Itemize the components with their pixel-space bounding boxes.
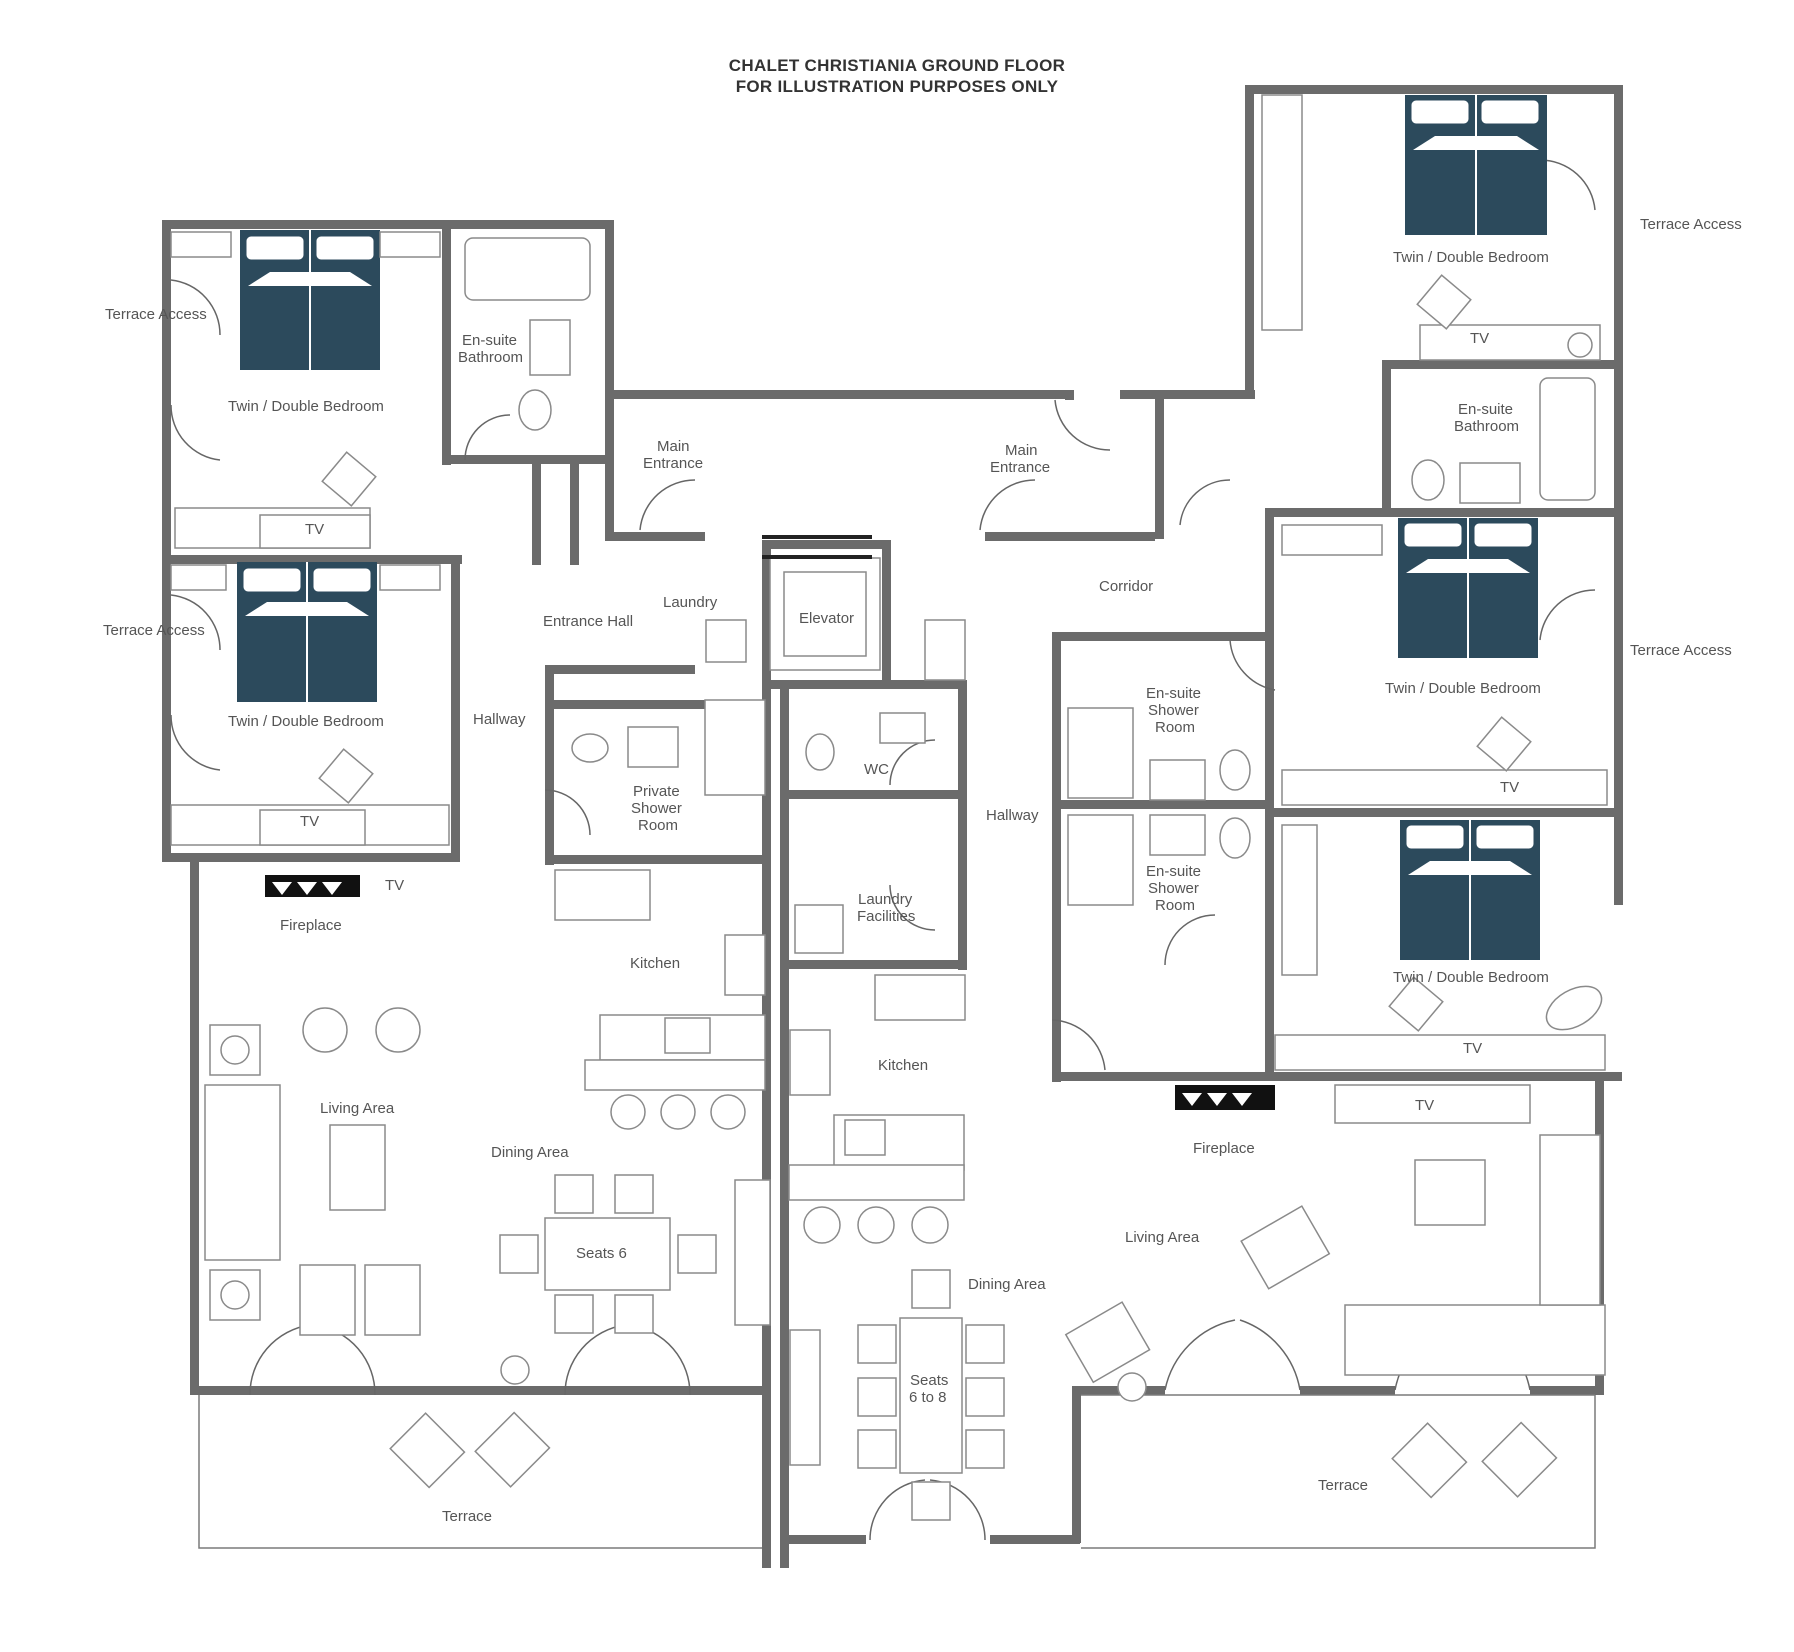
label-hallway-2: Hallway xyxy=(986,807,1039,824)
label-ensuite-shower-1-l2: Shower xyxy=(1148,702,1199,719)
bed-top-left xyxy=(240,230,380,370)
label-terrace-2: Terrace xyxy=(1318,1477,1368,1494)
plan-title-line-2: FOR ILLUSTRATION PURPOSES ONLY xyxy=(735,77,1059,96)
terrace-outlines xyxy=(198,1394,1596,1549)
bed-top-right xyxy=(1405,95,1547,235)
label-ensuite-bathroom-1-l1: En-suite xyxy=(462,332,517,349)
label-seats-6-8-l2: 6 to 8 xyxy=(909,1389,947,1406)
label-elevator: Elevator xyxy=(799,610,854,627)
label-ensuite-shower-2-l2: Shower xyxy=(1148,880,1199,897)
label-ensuite-shower-1-l1: En-suite xyxy=(1146,685,1201,702)
label-tv-3: TV xyxy=(385,877,404,894)
label-bedroom-3: Twin / Double Bedroom xyxy=(1393,249,1549,266)
label-ensuite-bathroom-2-l1: En-suite xyxy=(1458,401,1513,418)
label-laundry: Laundry xyxy=(663,594,718,611)
label-main-entrance-1-l1: Main xyxy=(657,438,690,455)
label-kitchen-2: Kitchen xyxy=(878,1057,928,1074)
label-hallway-1: Hallway xyxy=(473,711,526,728)
room-labels: Terrace Access Terrace Access Terrace Ac… xyxy=(103,216,1742,1525)
label-laundry-facilities-l1: Laundry xyxy=(858,891,913,908)
label-tv-4: TV xyxy=(1470,330,1489,347)
bed-mid-left xyxy=(237,562,377,702)
label-bedroom-5: Twin / Double Bedroom xyxy=(1393,969,1549,986)
label-terrace-access-4: Terrace Access xyxy=(1630,642,1732,659)
label-tv-5: TV xyxy=(1500,779,1519,796)
label-ensuite-shower-2-l3: Room xyxy=(1155,897,1195,914)
label-terrace-access-2: Terrace Access xyxy=(103,622,205,639)
label-tv-1: TV xyxy=(305,521,324,538)
label-fireplace-2: Fireplace xyxy=(1193,1140,1255,1157)
label-seats-6: Seats 6 xyxy=(576,1245,627,1262)
label-dining-area-2: Dining Area xyxy=(968,1276,1046,1293)
label-seats-6-8-l1: Seats xyxy=(910,1372,948,1389)
label-ensuite-bathroom-2-l2: Bathroom xyxy=(1454,418,1519,435)
fireplace-left xyxy=(265,875,360,897)
label-ensuite-shower-1-l3: Room xyxy=(1155,719,1195,736)
label-tv-6: TV xyxy=(1463,1040,1482,1057)
label-ensuite-shower-2-l1: En-suite xyxy=(1146,863,1201,880)
beds xyxy=(237,95,1547,960)
label-bedroom-1: Twin / Double Bedroom xyxy=(228,398,384,415)
label-private-shower-l2: Shower xyxy=(631,800,682,817)
furniture xyxy=(170,94,1608,1521)
fireplace-right xyxy=(1175,1085,1275,1110)
bed-low-right xyxy=(1400,820,1540,960)
bed-mid-right xyxy=(1398,518,1538,658)
label-corridor: Corridor xyxy=(1099,578,1153,595)
label-living-area-1: Living Area xyxy=(320,1100,395,1117)
label-living-area-2: Living Area xyxy=(1125,1229,1200,1246)
label-bedroom-2: Twin / Double Bedroom xyxy=(228,713,384,730)
plan-title-line-1: CHALET CHRISTIANIA GROUND FLOOR xyxy=(728,56,1066,75)
label-kitchen-1: Kitchen xyxy=(630,955,680,972)
label-bedroom-4: Twin / Double Bedroom xyxy=(1385,680,1541,697)
label-terrace-access-3: Terrace Access xyxy=(1640,216,1742,233)
label-private-shower-l1: Private xyxy=(633,783,680,800)
label-terrace-1: Terrace xyxy=(442,1508,492,1525)
label-terrace-access-1: Terrace Access xyxy=(105,306,207,323)
label-private-shower-l3: Room xyxy=(638,817,678,834)
label-laundry-facilities-l2: Facilities xyxy=(857,908,915,925)
label-fireplace-1: Fireplace xyxy=(280,917,342,934)
label-dining-area-1: Dining Area xyxy=(491,1144,569,1161)
label-main-entrance-2-l2: Entrance xyxy=(990,459,1050,476)
label-tv-7: TV xyxy=(1415,1097,1434,1114)
label-tv-2: TV xyxy=(300,813,319,830)
walls xyxy=(162,85,1623,1568)
label-wc: WC xyxy=(864,761,889,778)
label-main-entrance-2-l1: Main xyxy=(1005,442,1038,459)
label-entrance-hall: Entrance Hall xyxy=(543,613,633,630)
label-ensuite-bathroom-1-l2: Bathroom xyxy=(458,349,523,366)
label-main-entrance-1-l2: Entrance xyxy=(643,455,703,472)
